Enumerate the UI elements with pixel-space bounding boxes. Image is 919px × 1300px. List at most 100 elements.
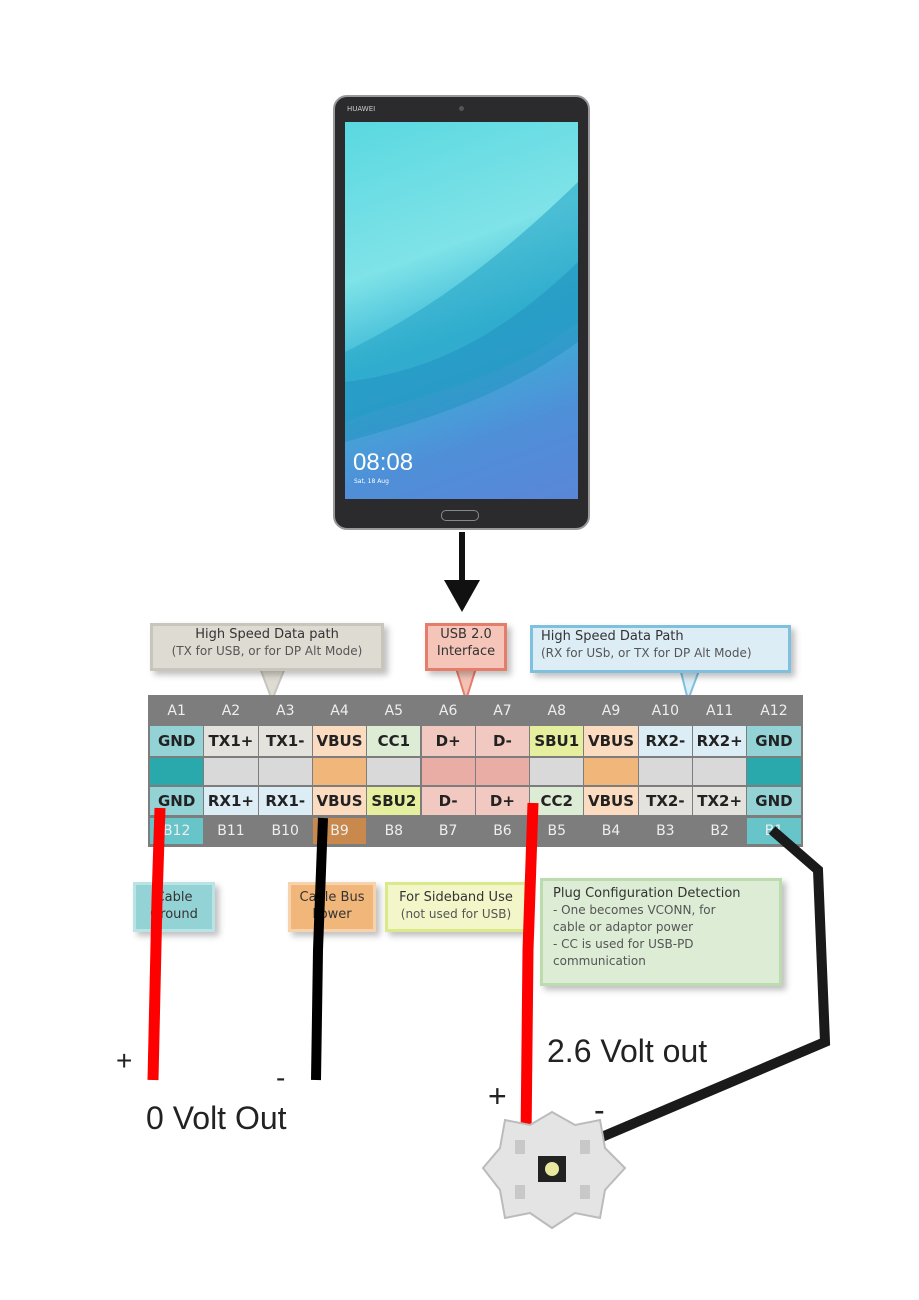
callout-usb2-l1: USB 2.0 [440, 627, 492, 642]
pin-mid [312, 758, 367, 785]
tablet: HUAWEI 08:08 Sat, 18 Aug [333, 95, 590, 530]
pin-mid [367, 758, 421, 785]
pin-mid [150, 758, 204, 785]
pin-label-a: A7 [493, 703, 512, 719]
pin-top: TX1- [258, 726, 312, 756]
pin-top: D- [475, 726, 530, 756]
black-wire-left [311, 817, 328, 1081]
callout-cable-ground: Cable Ground [133, 882, 215, 932]
pin-label-b: B3 [656, 823, 675, 839]
pin-top: SBU1 [530, 726, 584, 756]
pin-label-a: A8 [547, 703, 566, 719]
callout-tx: High Speed Data path (TX for USB, or for… [150, 623, 384, 671]
pin-label-b: B10 [271, 823, 299, 839]
pin-mid [421, 758, 475, 785]
callout-tx-title: High Speed Data path [195, 627, 339, 642]
callout-cc: Plug Configuration Detection - One becom… [540, 878, 782, 986]
pin-bottom: TX2+ [693, 787, 747, 815]
pin-top: TX1+ [204, 726, 258, 756]
pin-label-b: B7 [438, 823, 458, 839]
pin-bottom: D+ [475, 787, 530, 815]
left-plus-label: + [116, 1045, 133, 1076]
pin-label-a: A3 [276, 703, 295, 719]
pin-mid [693, 758, 747, 785]
red-wire-left [147, 807, 166, 1081]
tablet-screen: 08:08 Sat, 18 Aug [345, 122, 578, 499]
pin-mid [747, 758, 801, 785]
callout-tx-sub: (TX for USB, or for DP Alt Mode) [171, 644, 363, 658]
pin-bottom: VBUS [312, 787, 367, 815]
pin-mid [638, 758, 692, 785]
pin-label-a: A10 [651, 703, 680, 719]
right-minus-label: - [594, 1092, 605, 1128]
callout-cc-l3: - CC is used for USB-PD [553, 937, 694, 951]
pin-bottom: GND [150, 787, 204, 815]
callout-cc-title: Plug Configuration Detection [553, 886, 741, 901]
led-star-board [481, 1110, 627, 1230]
callout-usb2: USB 2.0 Interface [425, 623, 507, 671]
home-button [441, 510, 479, 521]
red-wire-right [520, 802, 539, 1141]
pin-bottom: GND [747, 787, 801, 815]
pin-mid [475, 758, 530, 785]
pin-bottom: RX1- [258, 787, 312, 815]
pin-top: CC1 [367, 726, 421, 756]
pin-label-a: A12 [760, 703, 788, 719]
callout-cc-l4: communication [553, 954, 646, 968]
pin-bottom: CC2 [530, 787, 584, 815]
right-output-label: 2.6 Volt out [547, 1033, 708, 1069]
callout-cable-bus-power: Cable Bus Power [288, 882, 376, 932]
callout-rx-title: High Speed Data Path [541, 629, 684, 644]
callout-usb2-l2: Interface [436, 644, 496, 659]
pin-mid [204, 758, 258, 785]
brand-label: HUAWEI [347, 105, 376, 113]
pin-mid [530, 758, 584, 785]
callout-cc-l1: - One becomes VCONN, for [553, 903, 716, 917]
pin-mid [258, 758, 312, 785]
pin-label-b: B6 [493, 823, 512, 839]
callout-cc-l2: cable or adaptor power [553, 920, 694, 934]
date: Sat, 18 Aug [354, 478, 389, 485]
callout-gnd-l1: Cable [155, 890, 193, 905]
pin-bottom: RX1+ [204, 787, 258, 815]
callout-sideband: For Sideband Use (not used for USB) [385, 882, 527, 932]
pin-label-a: A11 [705, 703, 734, 719]
left-minus-label: - [276, 1062, 286, 1093]
pin-bottom: VBUS [584, 787, 638, 815]
callout-rx: High Speed Data Path (RX for USb, or TX … [530, 625, 791, 673]
clock: 08:08 [353, 449, 414, 476]
pin-top: GND [150, 726, 204, 756]
black-wire-right [588, 826, 831, 1147]
pin-label-a: A2 [221, 703, 241, 719]
camera-icon [459, 106, 464, 111]
pin-bottom: TX2- [638, 787, 692, 815]
callout-rx-sub: (RX for USb, or TX for DP Alt Mode) [541, 646, 752, 660]
pin-bottom: D- [421, 787, 475, 815]
pin-label-b: B5 [547, 823, 566, 839]
down-arrow-head [444, 580, 480, 612]
wallpaper-waves [345, 182, 578, 442]
pin-label-b: B4 [601, 823, 621, 839]
pin-label-b: B2 [710, 823, 729, 839]
pin-label-a: A6 [438, 703, 458, 719]
pin-top: GND [747, 726, 801, 756]
pin-label-a: A5 [384, 703, 404, 719]
pin-label-b: B8 [384, 823, 404, 839]
pin-top: D+ [421, 726, 475, 756]
pin-top: VBUS [584, 726, 638, 756]
pin-bottom: SBU2 [367, 787, 421, 815]
callout-sbu-title: For Sideband Use [399, 890, 513, 905]
pin-top: VBUS [312, 726, 367, 756]
callout-sbu-sub: (not used for USB) [400, 907, 512, 921]
pin-label-a: A1 [167, 703, 186, 719]
pin-top: RX2+ [693, 726, 747, 756]
pin-mid [584, 758, 638, 785]
pin-label-b: B11 [217, 823, 245, 839]
pin-label-a: A9 [601, 703, 621, 719]
pin-label-a: A4 [330, 703, 349, 719]
pin-top: RX2- [638, 726, 692, 756]
left-output-label: 0 Volt Out [146, 1100, 287, 1136]
